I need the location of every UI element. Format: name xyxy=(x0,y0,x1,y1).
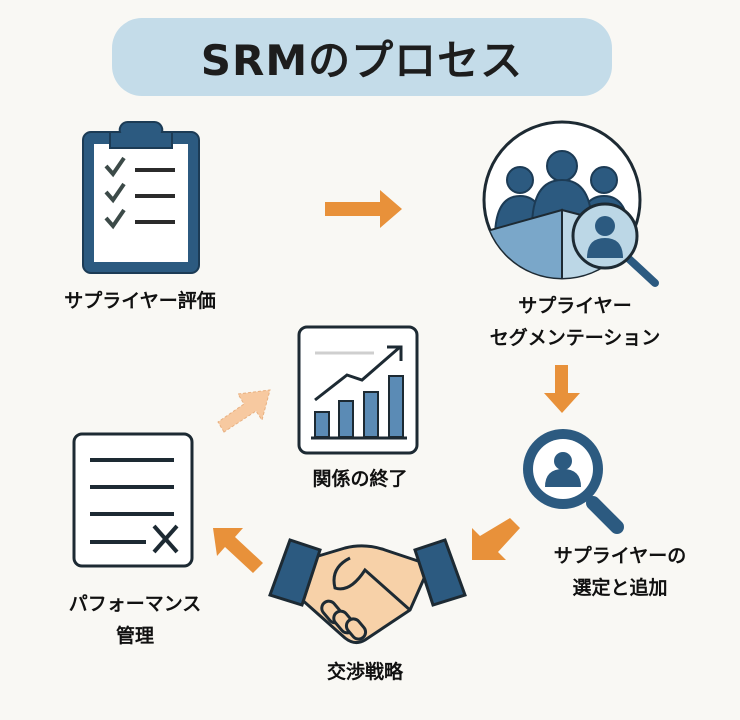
diagram-title: SRMのプロセス xyxy=(200,35,524,85)
label-line: サプライヤーの xyxy=(553,545,687,567)
step-label-performance: パフォーマンス 管理 xyxy=(69,588,202,652)
magnifier-person-icon xyxy=(523,429,624,534)
people-segmentation-icon xyxy=(482,120,659,287)
clipboard-checklist-icon xyxy=(82,121,200,274)
handshake-icon xyxy=(268,538,467,645)
step-label-evaluation: サプライヤー評価 xyxy=(64,285,215,317)
arrow-down-left-icon xyxy=(472,518,520,560)
label-line: サプライヤー xyxy=(518,295,632,317)
arrow-up-left-icon xyxy=(213,528,263,573)
label-line: セグメンテーション xyxy=(489,327,661,349)
arrow-up-right-faded-icon xyxy=(217,389,271,433)
document-x-icon xyxy=(72,432,194,568)
step-label-segmentation: サプライヤー セグメンテーション xyxy=(490,290,661,354)
label-line: 関係の終了 xyxy=(312,468,408,490)
step-label-negotiation: 交渉戦略 xyxy=(327,656,403,688)
arrow-down-icon xyxy=(544,365,580,413)
step-label-termination: 関係の終了 xyxy=(312,463,407,495)
label-line: パフォーマンス xyxy=(68,593,202,615)
label-line: 交渉戦略 xyxy=(326,661,404,683)
label-line: 選定と追加 xyxy=(572,577,668,599)
step-label-selection: サプライヤーの 選定と追加 xyxy=(554,540,686,604)
title-banner: SRMのプロセス xyxy=(112,18,612,96)
label-line: サプライヤー評価 xyxy=(64,290,216,312)
growth-chart-icon xyxy=(297,325,419,455)
arrow-right-icon xyxy=(325,190,402,228)
label-line: 管理 xyxy=(115,625,154,647)
